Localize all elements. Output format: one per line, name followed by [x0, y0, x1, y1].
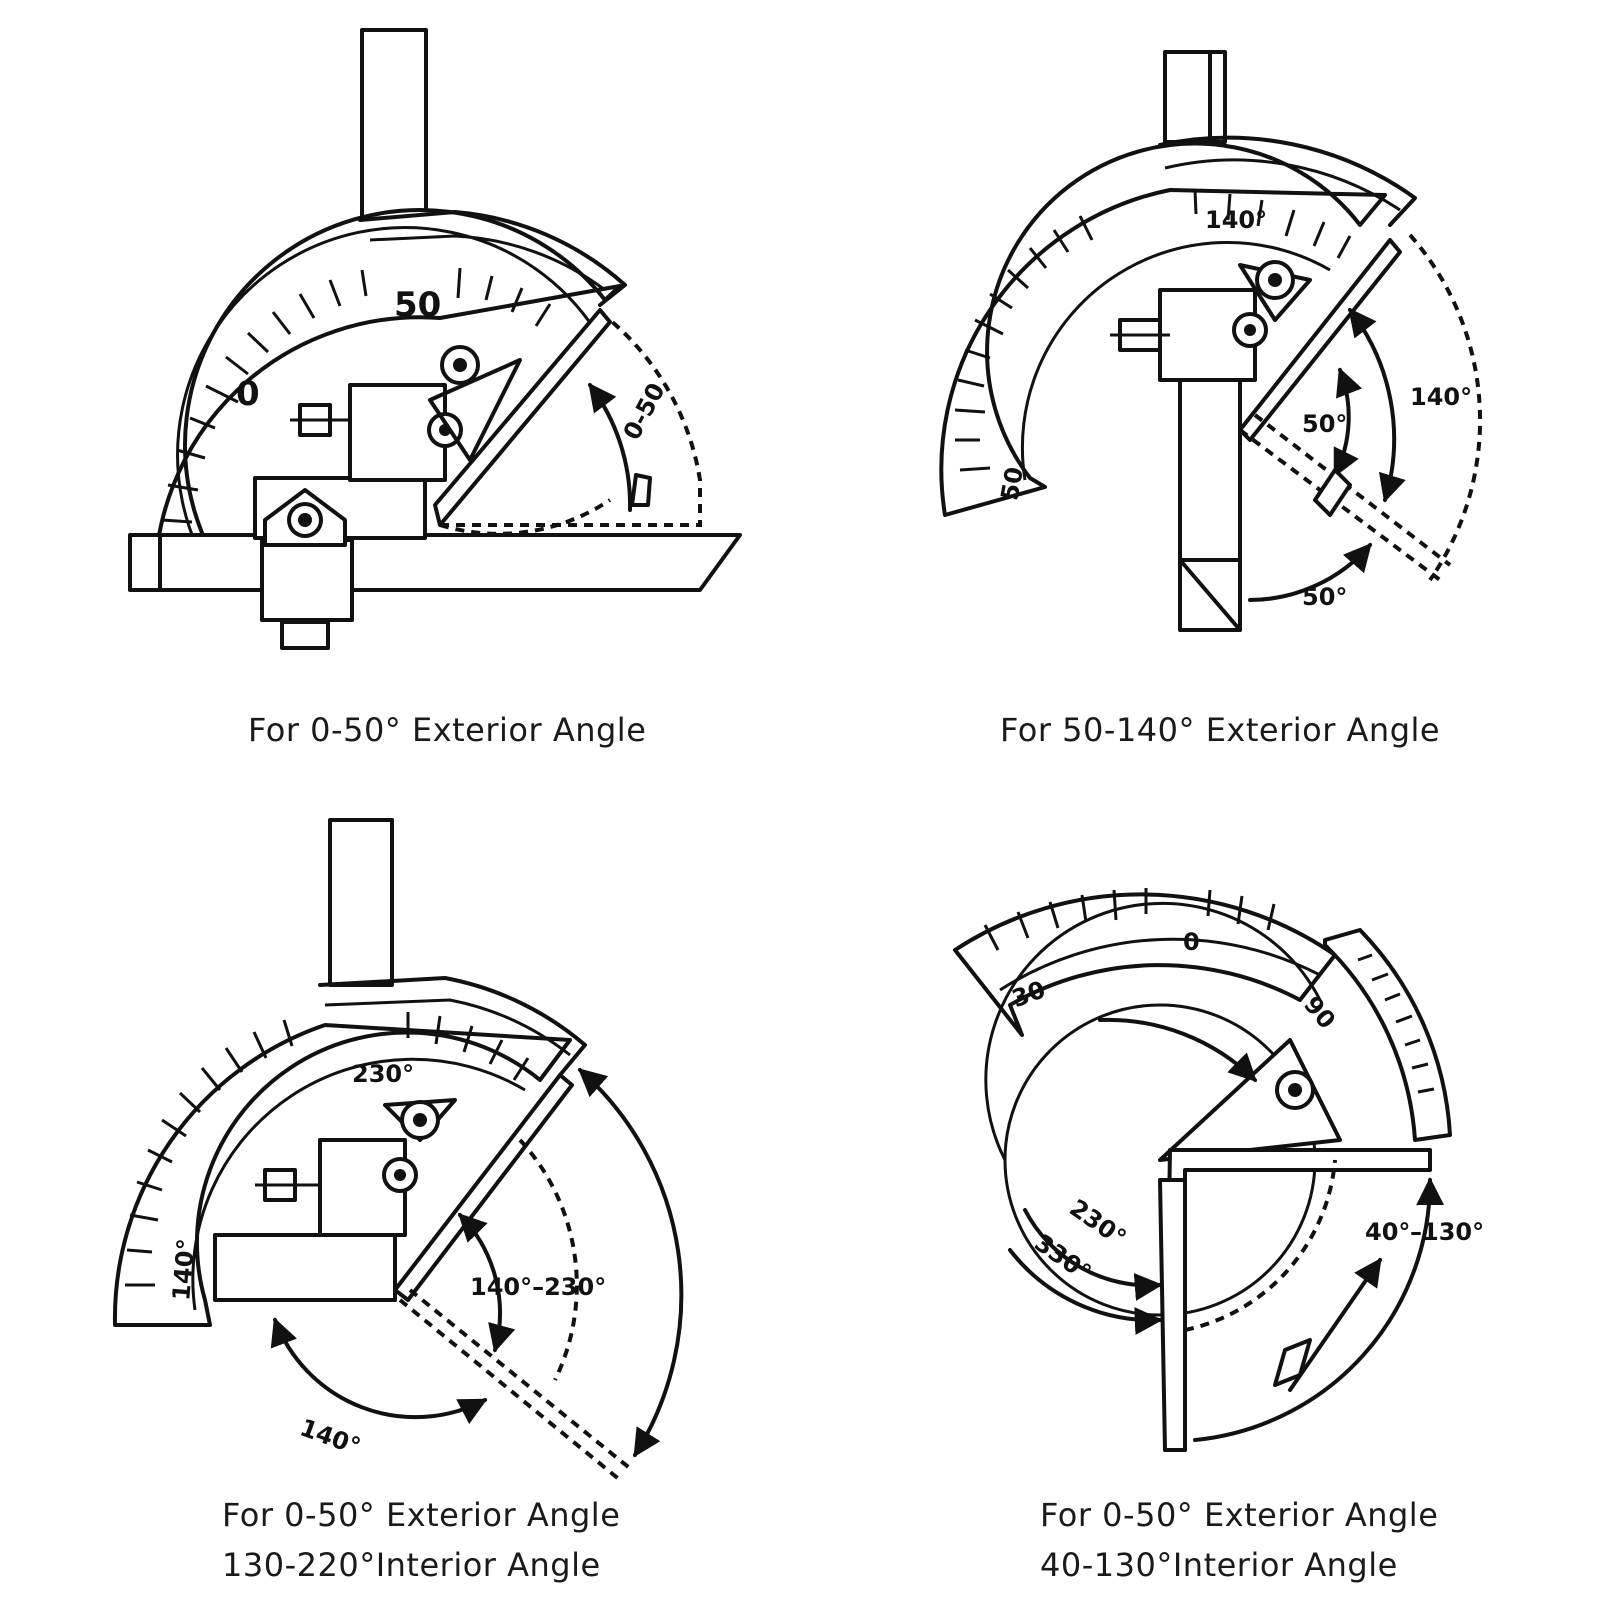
dial	[112, 1023, 572, 1327]
panel-top-left-drawing: 50 0 0-50	[128, 28, 742, 650]
caption-bottom-right: For 0-50° Exterior Angle 40-130°Interior…	[1040, 1490, 1438, 1590]
angle-label: 0-50	[618, 378, 671, 444]
straight-edge	[1163, 1148, 1432, 1452]
angle-label: –130°	[1410, 1218, 1484, 1246]
stock	[128, 533, 742, 592]
angle-label: 140°–230°	[470, 1273, 606, 1301]
vernier-plate	[1323, 928, 1452, 1142]
dial	[953, 892, 1337, 1037]
vernier-ticks	[1357, 953, 1435, 1094]
scale-label: 0	[1183, 928, 1200, 956]
dial	[152, 207, 622, 592]
scale-ticks	[983, 888, 1276, 951]
angled-blade	[1238, 238, 1402, 442]
caption-line: For 50-140° Exterior Angle	[1000, 711, 1441, 749]
angle-label: 40°	[1365, 1218, 1410, 1246]
dial	[939, 141, 1387, 517]
scale-ticks	[125, 1012, 530, 1287]
panel-bottom-left-drawing: 230° 140° 140°–230° 140°	[112, 818, 684, 1482]
angle-label: 230°	[1064, 1194, 1131, 1253]
clamp-block	[260, 538, 354, 622]
scale-label: 140°	[167, 1237, 200, 1301]
caption-bottom-left: For 0-50° Exterior Angle 130-220°Interio…	[222, 1490, 620, 1590]
caption-line: For 0-50° Exterior Angle	[222, 1496, 621, 1534]
angled-blade	[433, 308, 612, 527]
stock	[213, 1233, 397, 1302]
caption-line: 40-130°Interior Angle	[1040, 1546, 1398, 1584]
caption-line: For 0-50° Exterior Angle	[248, 711, 647, 749]
vernier-plate	[358, 210, 627, 307]
caption-top-left: For 0-50° Exterior Angle	[248, 705, 646, 755]
angle-label: 50°	[1302, 410, 1347, 438]
panel-top-right-drawing: 140° 50 50° 140° 50°	[939, 50, 1483, 632]
panel-bottom-right-drawing: 0 30 90 230° 330° 40° –130°	[953, 888, 1484, 1452]
scale-ticks	[160, 267, 552, 557]
angled-blade	[393, 1073, 574, 1302]
scale-label: 140°	[1205, 206, 1267, 234]
scale-label: 50	[394, 285, 441, 325]
angle-label: 50°	[1302, 583, 1347, 611]
scale-label: 0	[236, 374, 260, 414]
caption-line: 130-220°Interior Angle	[222, 1546, 601, 1584]
caption-line: For 0-50° Exterior Angle	[1040, 1496, 1439, 1534]
angle-label: 140°	[296, 1413, 364, 1461]
blade	[360, 28, 428, 232]
caption-top-right: For 50-140° Exterior Angle	[1000, 705, 1440, 755]
knurled-knob	[280, 620, 330, 650]
blade	[1163, 50, 1227, 144]
blade	[328, 818, 394, 987]
scale-label: 50	[996, 465, 1029, 503]
scale-label: 230°	[352, 1060, 414, 1088]
scale-ticks	[954, 189, 1352, 472]
angle-label: 140°	[1410, 383, 1472, 411]
